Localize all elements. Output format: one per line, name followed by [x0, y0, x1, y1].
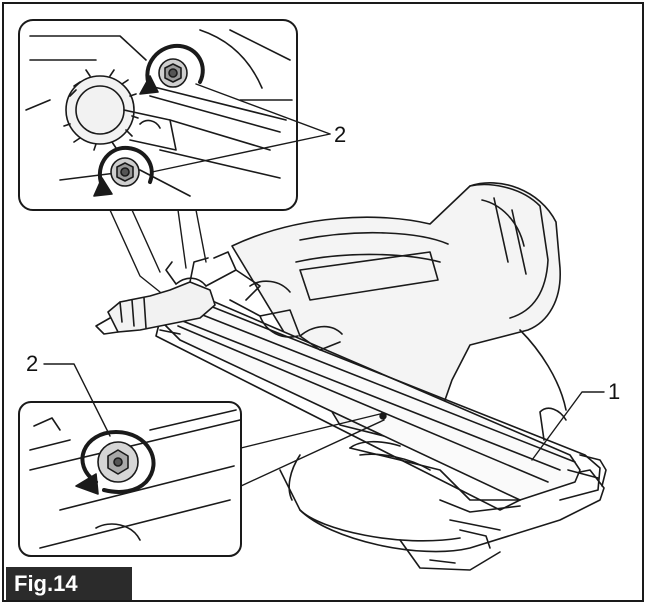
tool-base	[279, 454, 605, 571]
top-inset	[18, 19, 298, 211]
nose-assembly	[95, 251, 343, 351]
bottom-inset-connectors	[240, 412, 387, 487]
callout-magazine: 1	[608, 379, 621, 404]
top-inset-connectors	[109, 209, 207, 293]
leader-lines	[43, 83, 605, 461]
figure-label: Fig.14	[6, 567, 132, 600]
bottom-inset	[18, 401, 242, 557]
magazine	[155, 299, 607, 511]
callout-top-screws: 2	[334, 122, 347, 147]
callout-bottom-screw: 2	[26, 351, 39, 376]
